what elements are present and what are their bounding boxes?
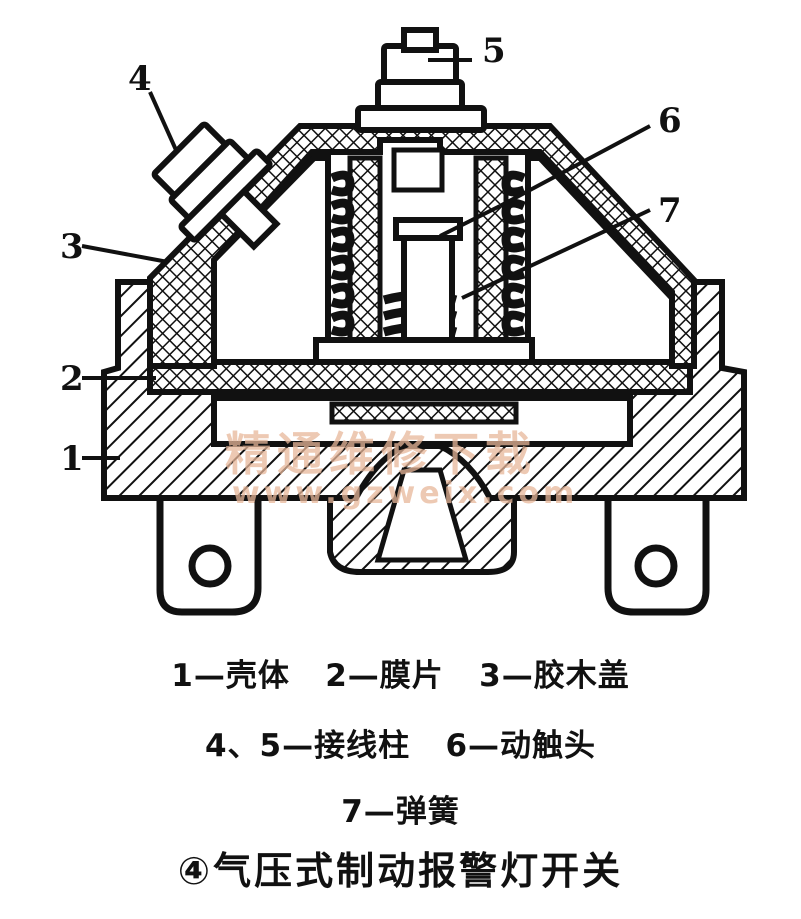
watermark-url: www.gzweix.com [232, 476, 579, 511]
callout-5: 5 [482, 31, 506, 71]
diaphragm [147, 359, 693, 395]
callout-4: 4 [128, 59, 152, 99]
figure-caption: ④气压式制动报警灯开关 [177, 849, 624, 893]
callout-1: 1 [60, 439, 84, 479]
watermark-chinese: 精通维修下载 [225, 427, 537, 481]
moving-contact [313, 147, 535, 365]
legend-line-3: 7—弹簧 [341, 794, 460, 830]
terminal-post-4 [151, 121, 281, 251]
mounting-lugs [156, 488, 710, 616]
legend-line-1: 1—壳体 2—膜片 3—胶木盖 [171, 658, 630, 694]
callout-7: 7 [658, 191, 682, 231]
callout-3: 3 [60, 227, 84, 267]
legend-line-2: 4、5—接线柱 6—动触头 [204, 728, 597, 764]
terminal-post-5 [355, 27, 487, 133]
callout-2: 2 [60, 359, 84, 399]
callout-6: 6 [658, 101, 682, 141]
leader-lines [81, 58, 651, 460]
